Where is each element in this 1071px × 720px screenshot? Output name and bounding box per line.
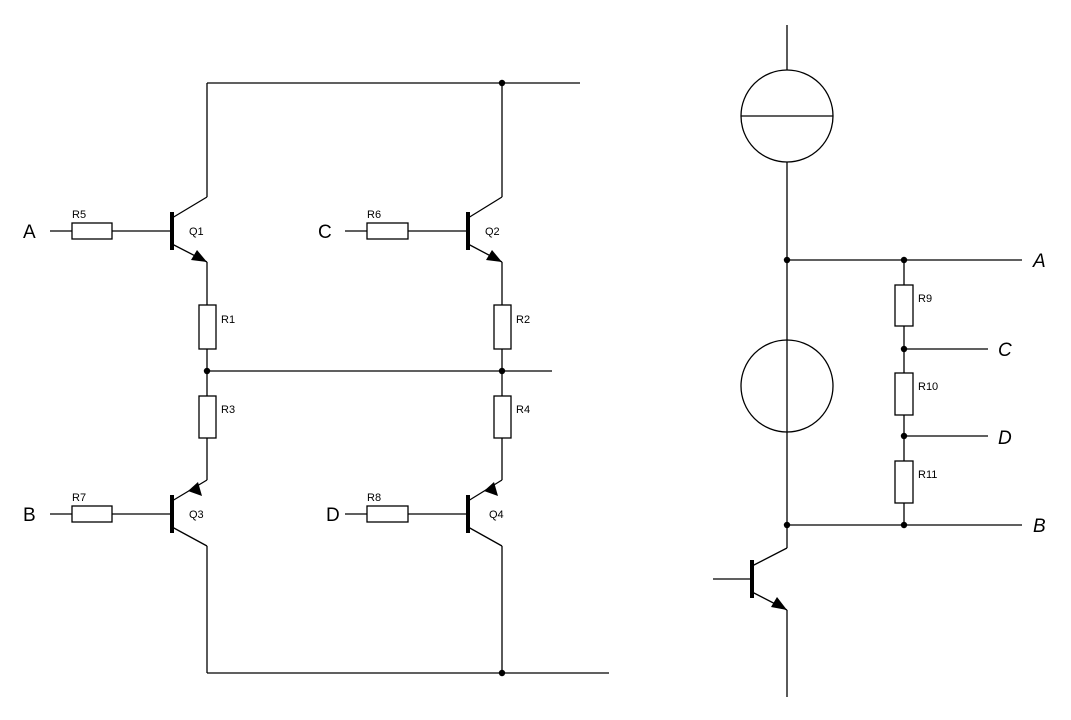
resistor-r1 xyxy=(198,304,217,350)
input-label-c: C xyxy=(318,222,332,243)
output-label-a: A xyxy=(1032,251,1046,272)
resistor-label-r4: R4 xyxy=(516,404,530,416)
resistor-r5 xyxy=(71,222,113,240)
resistor-r8 xyxy=(366,505,409,523)
resistor-label-r11: R11 xyxy=(918,469,937,481)
junction-dot xyxy=(498,367,506,375)
resistor-label-r10: R10 xyxy=(918,381,938,393)
output-label-d: D xyxy=(998,428,1012,449)
resistor-label-r7: R7 xyxy=(72,492,86,504)
junction-dot xyxy=(498,79,506,87)
output-label-c: C xyxy=(998,340,1012,361)
transistor-label-q1: Q1 xyxy=(189,226,204,238)
junction-dot xyxy=(783,521,791,529)
q1-emitter-arrow xyxy=(191,250,207,262)
junction-dot xyxy=(900,521,908,529)
resistor-label-r6: R6 xyxy=(367,209,381,221)
resistor-r9 xyxy=(894,284,914,327)
input-label-a: A xyxy=(23,222,36,243)
resistor-label-r3: R3 xyxy=(221,404,235,416)
resistor-r4 xyxy=(493,395,512,439)
input-label-b: B xyxy=(23,505,36,526)
transistor-label-q4: Q4 xyxy=(489,509,504,521)
resistor-r10 xyxy=(894,372,914,416)
output-label-b: B xyxy=(1033,516,1046,537)
resistor-r3 xyxy=(198,395,217,439)
junction-dot xyxy=(900,345,908,353)
transistor-label-q2: Q2 xyxy=(485,226,500,238)
resistor-r11 xyxy=(894,460,914,504)
left-circuit-wires xyxy=(50,82,609,674)
resistor-label-r2: R2 xyxy=(516,314,530,326)
output-transistor-emitter-arrow xyxy=(771,597,787,610)
junction-dot xyxy=(203,367,211,375)
resistor-label-r8: R8 xyxy=(367,492,381,504)
q2-emitter-arrow xyxy=(486,250,502,262)
resistor-r7 xyxy=(71,505,113,523)
resistor-label-r9: R9 xyxy=(918,293,932,305)
junction-dot xyxy=(498,669,506,677)
resistor-r6 xyxy=(366,222,409,240)
transistor-label-q3: Q3 xyxy=(189,509,204,521)
input-label-d: D xyxy=(326,505,340,526)
q3-emitter-arrow xyxy=(188,482,202,496)
junction-dot xyxy=(900,256,908,264)
resistor-label-r5: R5 xyxy=(72,209,86,221)
resistor-r2 xyxy=(493,304,512,350)
resistor-label-r1: R1 xyxy=(221,314,235,326)
junction-dot xyxy=(900,432,908,440)
q4-emitter-arrow xyxy=(484,482,498,496)
junction-dot xyxy=(783,256,791,264)
